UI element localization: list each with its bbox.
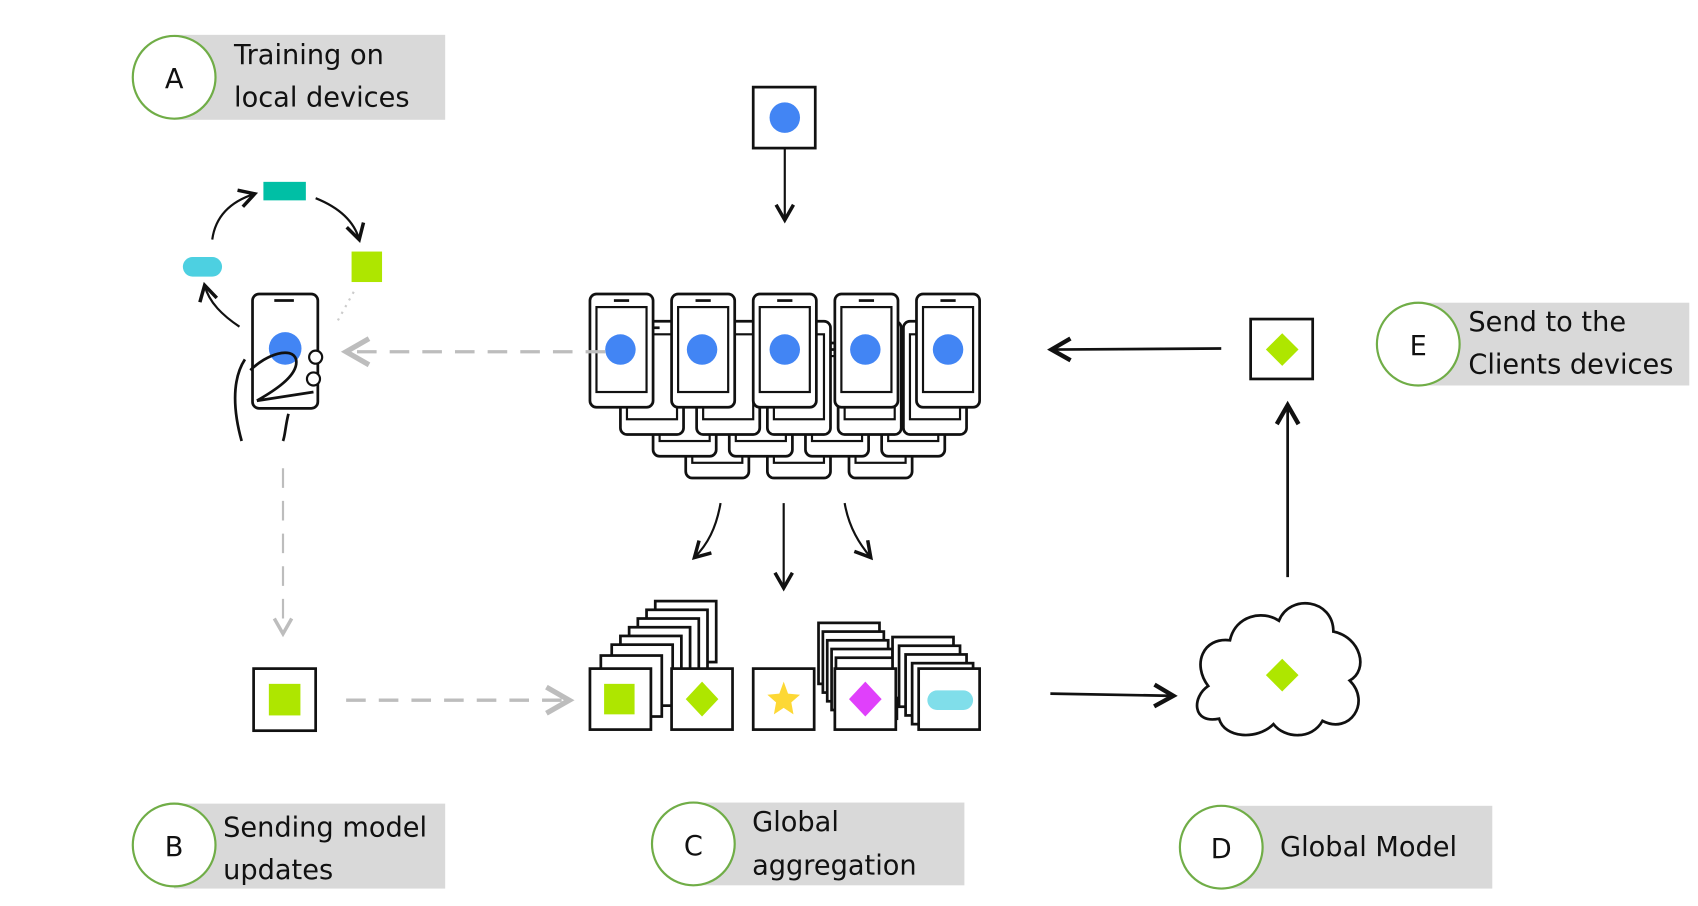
arrow-right (1050, 682, 1178, 709)
label-line2: local devices (234, 83, 410, 114)
global-model-cloud (1195, 601, 1362, 737)
label-line1: Global (752, 807, 839, 838)
step-letter: E (1410, 331, 1427, 362)
green-diamond-icon (1265, 333, 1299, 366)
label-line2: updates (223, 855, 333, 886)
teal-block-icon (263, 181, 306, 201)
step-letter: D (1211, 834, 1232, 865)
step-circle (131, 802, 217, 888)
cyan-pill-icon (182, 256, 223, 277)
magenta-diamond-icon (849, 681, 882, 717)
arrow-down (691, 502, 722, 561)
label-line2: Clients devices (1468, 350, 1673, 381)
step-circle (131, 34, 217, 120)
label-line1: Global Model (1280, 832, 1457, 863)
green-square-icon (604, 683, 635, 715)
blue-dot-icon (769, 102, 801, 133)
label-line1: Training on (233, 40, 384, 71)
step-b-label: B Sending model updates (131, 802, 446, 889)
cyan-pill-icon (927, 690, 974, 710)
label-line1: Sending model (223, 812, 427, 843)
arrow-down (843, 502, 874, 561)
step-c-label: C Global aggregation (650, 801, 965, 887)
step-letter: A (165, 64, 184, 95)
step-a-label: A Training on local devices (131, 34, 446, 120)
updated-model-card (1249, 317, 1315, 381)
step-letter: C (684, 831, 703, 862)
green-square-icon (351, 251, 383, 283)
training-cycle (182, 181, 383, 328)
label-line1: Send to the (1468, 307, 1626, 338)
step-circle (650, 801, 736, 887)
initial-model-card (751, 85, 817, 150)
label-line2: aggregation (752, 850, 917, 881)
step-d-label: D Global Model (1178, 804, 1493, 890)
step-letter: B (165, 832, 184, 863)
star-icon (767, 681, 801, 715)
step-e-label: E Send to the Clients devices (1375, 301, 1690, 387)
client-devices-stack (588, 292, 981, 480)
local-update-card (252, 667, 318, 733)
label-background (174, 34, 446, 120)
aggregated-updates (588, 599, 981, 731)
arrow-left (1047, 336, 1222, 363)
local-device-hand (233, 292, 324, 442)
step-circle (1375, 301, 1461, 387)
step-circle (1178, 804, 1264, 890)
